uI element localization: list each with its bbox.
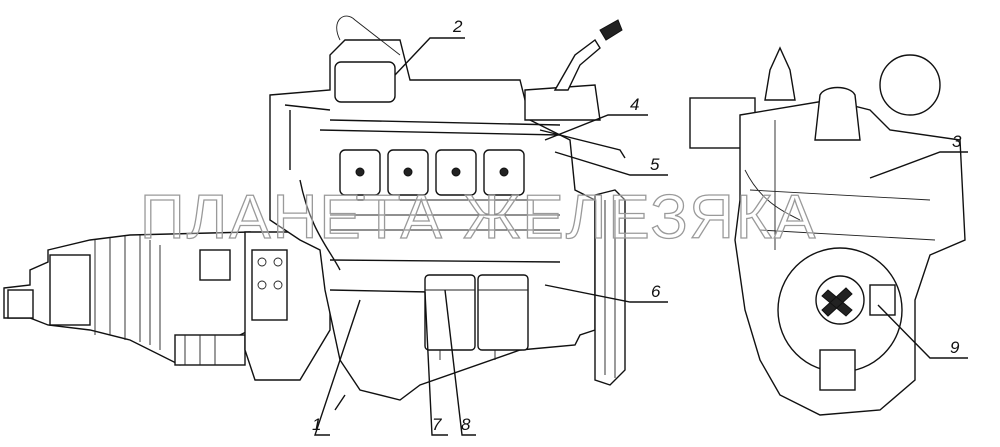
callout-3: 3 [952,132,962,151]
engine-side-view [3,15,626,411]
callout-1: 1 [312,415,321,434]
engine-front-view [689,46,966,416]
callout-4: 4 [630,95,639,114]
callout-5: 5 [650,155,660,174]
callout-7: 7 [432,415,442,434]
callout-9: 9 [950,338,960,357]
leader-lines [314,37,968,436]
watermark-text: ПЛАНЕТА ЖЕЛЕЗЯКА [140,183,817,252]
callout-2: 2 [452,17,463,36]
callout-8: 8 [461,415,471,434]
callout-6: 6 [651,282,661,301]
